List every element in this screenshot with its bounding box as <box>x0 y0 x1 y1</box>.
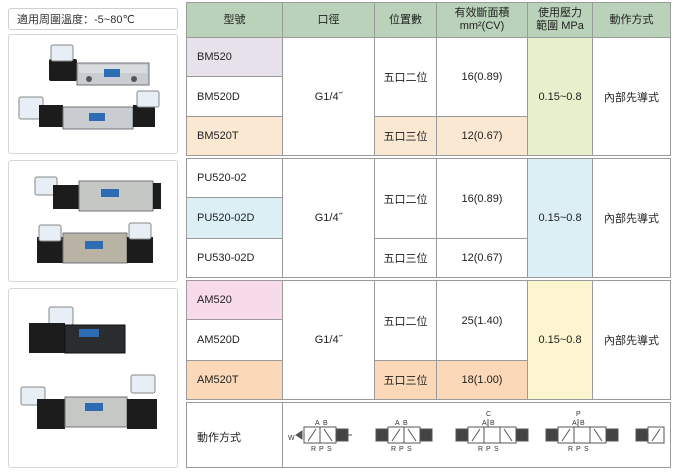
symbol-row: 動作方式 <box>186 402 671 468</box>
svg-text:B: B <box>490 420 495 427</box>
svg-text:P: P <box>399 446 404 453</box>
symbol-cell: A B W R P S A B R P S C A B R <box>282 402 671 468</box>
svg-text:A: A <box>315 420 320 427</box>
pressure-cell: 0.15~0.8 <box>527 280 593 400</box>
valve-symbol-5 <box>635 426 664 444</box>
pressure-cell: 0.15~0.8 <box>527 158 593 278</box>
header-port: 口徑 <box>282 2 375 38</box>
svg-text:R: R <box>391 446 396 453</box>
product-photo-pu520 <box>8 160 178 282</box>
svg-text:P: P <box>576 411 581 418</box>
model-cell: BM520 <box>186 37 283 77</box>
table-header-row: 型號 口徑 位置數 有效斷面積 mm²(CV) 使用壓力 範圍 MPa 動作方式 <box>186 2 671 38</box>
valve-symbol-3 <box>455 419 528 444</box>
table-row: BM520 G1/4˝ 五口二位 16(0.89) 0.15~0.8 內部先導式 <box>186 37 671 156</box>
svg-text:P: P <box>486 446 491 453</box>
area-cell: 12(0.67) <box>436 238 528 278</box>
table-row: AM520T 五口三位 18(1.00) <box>186 360 671 400</box>
header-area: 有效斷面積 mm²(CV) <box>436 2 528 38</box>
header-pressure-line2: 範圍 MPa <box>536 20 584 32</box>
product-photo-bm520 <box>8 34 178 154</box>
svg-text:S: S <box>327 446 332 453</box>
table-row: AM520 G1/4˝ 五口二位 25(1.40) 0.15~0.8 內部先導式 <box>186 280 671 400</box>
header-area-line2: mm²(CV) <box>459 20 505 32</box>
port-cell: G1/4˝ <box>282 158 375 278</box>
model-cell: BM520T <box>186 116 283 156</box>
valve-symbol-2 <box>375 426 432 444</box>
position-cell: 五口二位 <box>374 280 437 361</box>
svg-text:B: B <box>323 420 328 427</box>
model-cell: AM520T <box>186 360 283 400</box>
product-photo-panel: 適用周圍溫度：-5~80℃ <box>0 0 184 472</box>
area-cell: 25(1.40) <box>436 280 528 361</box>
table-row: BM520D <box>186 76 671 117</box>
port-cell: G1/4˝ <box>282 280 375 400</box>
position-cell: 五口二位 <box>374 158 437 239</box>
table-row: PU520-02D <box>186 197 671 239</box>
position-cell: 五口三位 <box>374 116 437 156</box>
svg-text:S: S <box>584 446 589 453</box>
header-position: 位置數 <box>374 2 437 38</box>
area-cell: 18(1.00) <box>436 360 528 400</box>
operation-cell: 內部先導式 <box>592 158 671 278</box>
svg-text:B: B <box>403 420 408 427</box>
svg-text:R: R <box>568 446 573 453</box>
temperature-note: 適用周圍溫度：-5~80℃ <box>8 8 178 30</box>
valve-illustration-pu520 <box>34 176 161 264</box>
model-cell: PU520-02 <box>186 158 283 198</box>
product-photo-am520 <box>8 288 178 468</box>
header-pressure: 使用壓力 範圍 MPa <box>527 2 593 38</box>
svg-text:S: S <box>407 446 412 453</box>
model-cell: PU530-02D <box>186 238 283 278</box>
operation-cell: 內部先導式 <box>592 37 671 156</box>
header-area-line1: 有效斷面積 <box>454 7 510 19</box>
svg-text:P: P <box>319 446 324 453</box>
position-cell: 五口三位 <box>374 238 437 278</box>
svg-text:A: A <box>482 420 487 427</box>
operation-cell: 內部先導式 <box>592 280 671 400</box>
svg-text:R: R <box>311 446 316 453</box>
svg-text:P: P <box>576 446 581 453</box>
position-cell: 五口二位 <box>374 37 437 117</box>
header-pressure-line1: 使用壓力 <box>538 7 582 19</box>
svg-text:B: B <box>580 420 585 427</box>
model-cell: BM520D <box>186 76 283 117</box>
svg-text:A: A <box>395 420 400 427</box>
pressure-cell: 0.15~0.8 <box>527 37 593 156</box>
symbol-row-label: 動作方式 <box>186 402 283 468</box>
valve-symbols-diagram: A B W R P S A B R P S C A B R <box>288 411 664 453</box>
model-cell: PU520-02D <box>186 197 283 239</box>
position-cell: 五口三位 <box>374 360 437 400</box>
header-operation: 動作方式 <box>592 2 671 38</box>
valve-symbol-1 <box>294 426 352 444</box>
table-row: BM520T 五口三位 12(0.67) <box>186 116 671 156</box>
area-cell: 16(0.89) <box>436 37 528 117</box>
svg-text:R: R <box>478 446 483 453</box>
table-row: PU530-02D 五口三位 12(0.67) <box>186 238 671 278</box>
valve-illustration-am520 <box>20 306 157 429</box>
area-cell: 12(0.67) <box>436 116 528 156</box>
svg-text:S: S <box>494 446 499 453</box>
model-cell: AM520 <box>186 280 283 320</box>
valve-symbol-4 <box>545 419 618 444</box>
svg-text:C: C <box>486 411 491 418</box>
spec-table: 型號 口徑 位置數 有效斷面積 mm²(CV) 使用壓力 範圍 MPa 動作方式… <box>186 2 671 468</box>
port-cell: G1/4˝ <box>282 37 375 156</box>
header-model: 型號 <box>186 2 283 38</box>
valve-illustration-bm520 <box>18 44 160 130</box>
area-cell: 16(0.89) <box>436 158 528 239</box>
svg-text:W: W <box>288 435 295 442</box>
table-row: AM520D <box>186 319 671 361</box>
table-row: PU520-02 G1/4˝ 五口二位 16(0.89) 0.15~0.8 內部… <box>186 158 671 278</box>
svg-text:A: A <box>572 420 577 427</box>
model-cell: AM520D <box>186 319 283 361</box>
